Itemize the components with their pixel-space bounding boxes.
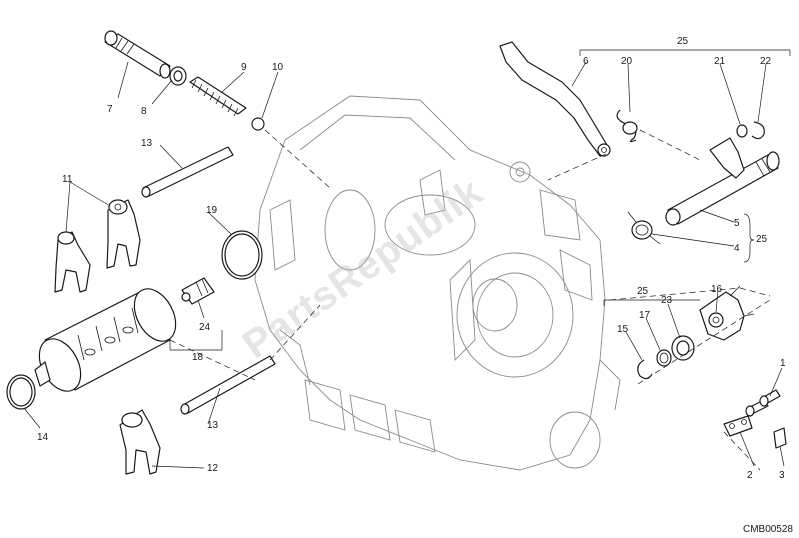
callout-3: 3 bbox=[779, 470, 785, 481]
callout-6: 6 bbox=[583, 56, 589, 67]
part-16-star-plate bbox=[699, 285, 755, 341]
part-14-o-ring bbox=[6, 374, 36, 410]
part-4-return-spring bbox=[627, 211, 661, 245]
watermark-text: PartsRepublik bbox=[235, 170, 491, 368]
part-13-fork-rod-upper bbox=[141, 146, 234, 198]
callout-13-lower: 13 bbox=[207, 420, 219, 431]
callout-9: 9 bbox=[241, 62, 247, 73]
callout-25-brace: 25 bbox=[756, 234, 768, 245]
drawing-code: CMB00528 bbox=[742, 524, 793, 535]
part-24-drum-pin bbox=[181, 277, 215, 305]
callout-25-top: 25 bbox=[677, 36, 689, 47]
part-13-fork-rod-lower bbox=[180, 355, 276, 415]
part-9-spring bbox=[189, 76, 247, 117]
part-23-bearing bbox=[671, 335, 695, 361]
callout-12: 12 bbox=[207, 463, 219, 474]
callout-18: 18 bbox=[192, 352, 204, 363]
callout-10: 10 bbox=[272, 62, 284, 73]
callout-11: 11 bbox=[62, 174, 73, 185]
callout-13-upper: 13 bbox=[141, 138, 153, 149]
callout-17: 17 bbox=[639, 310, 651, 321]
part-5-shift-shaft bbox=[665, 137, 780, 226]
callout-16: 16 bbox=[711, 284, 723, 295]
part-10-ball bbox=[251, 117, 265, 131]
callout-8: 8 bbox=[141, 106, 147, 117]
callout-4: 4 bbox=[734, 243, 740, 254]
part-12-selector-fork bbox=[119, 409, 161, 475]
callout-24: 24 bbox=[199, 322, 211, 333]
callout-21: 21 bbox=[714, 56, 726, 67]
crankcase-half bbox=[254, 95, 621, 471]
part-21-washer bbox=[736, 124, 748, 138]
part-19-o-ring bbox=[221, 230, 263, 280]
part-2-plate bbox=[723, 415, 753, 437]
part-18-shift-drum bbox=[34, 288, 177, 392]
callout-1: 1 bbox=[780, 358, 786, 369]
part-15-circlip bbox=[637, 359, 653, 380]
callout-19: 19 bbox=[206, 205, 218, 216]
callout-5: 5 bbox=[734, 218, 740, 229]
callout-20: 20 bbox=[621, 56, 633, 67]
callout-14: 14 bbox=[37, 432, 49, 443]
part-11-selector-fork-a bbox=[54, 231, 91, 293]
part-3-screw bbox=[773, 427, 787, 449]
callout-23: 23 bbox=[661, 295, 673, 306]
leader-lines bbox=[23, 49, 791, 469]
part-8-washer bbox=[169, 66, 187, 86]
part-11-selector-fork-b bbox=[106, 199, 141, 269]
part-1-screw-b bbox=[759, 389, 781, 407]
callout-25-middle: 25 bbox=[637, 286, 649, 297]
assembly-guides bbox=[169, 129, 771, 471]
callout-2: 2 bbox=[747, 470, 753, 481]
callout-15: 15 bbox=[617, 324, 629, 335]
part-20-spring bbox=[616, 109, 638, 143]
callout-22: 22 bbox=[760, 56, 772, 67]
callout-labels: 7 8 9 10 13 11 19 24 18 14 13 12 25 6 20… bbox=[37, 36, 786, 481]
part-7-shift-pin bbox=[104, 30, 171, 79]
callout-7: 7 bbox=[107, 104, 113, 115]
part-6-shift-lever bbox=[499, 41, 611, 157]
part-17-washer bbox=[656, 349, 672, 367]
part-22-circlip bbox=[751, 121, 765, 140]
